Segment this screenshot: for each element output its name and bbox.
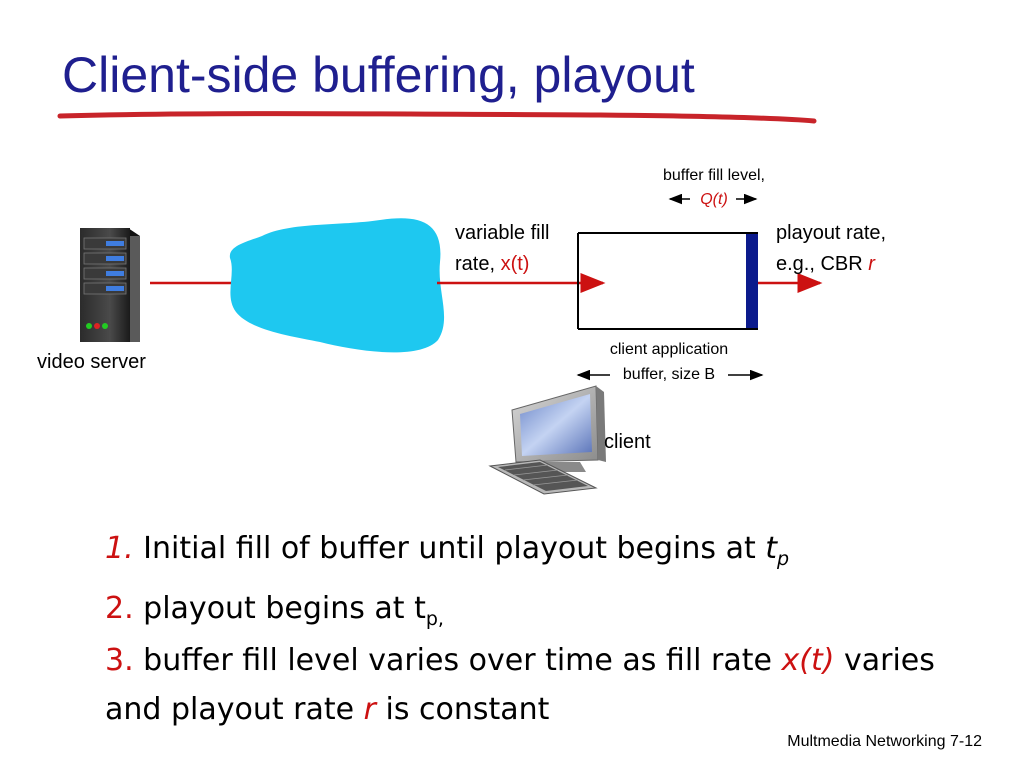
buffer-fill-level-label: buffer fill level, Q(t) — [640, 164, 788, 212]
bullet-list: 1. Initial fill of buffer until playout … — [105, 524, 1005, 734]
bullet-1: 1. Initial fill of buffer until playout … — [105, 531, 790, 570]
buffer-fill-bar — [746, 234, 758, 328]
bullet-2: 2. playout begins at tp, — [105, 591, 444, 630]
slide-title: Client-side buffering, playout — [62, 47, 695, 103]
bullet-3-continued: and playout rate r is constant — [105, 692, 550, 727]
client-label: client — [604, 431, 651, 453]
slide-footer: Multmedia Networking 7-12 — [787, 733, 982, 750]
client-computer-icon — [488, 385, 606, 495]
client-buffer — [577, 232, 758, 330]
variable-fill-rate-label: variable fill rate, x(t) — [455, 222, 550, 275]
playout-rate-label: playout rate, e.g., CBR r — [776, 222, 887, 275]
title-underline — [57, 111, 817, 124]
bullet-3: 3. buffer fill level varies over time as… — [105, 643, 935, 678]
client-app-buffer-label-line1: client application — [609, 341, 729, 358]
client-app-buffer-label-line2: buffer, size B — [622, 366, 716, 383]
playout-r-label: r — [868, 253, 875, 275]
q-of-t-label: Q(t) — [700, 191, 728, 208]
server-icon — [80, 228, 140, 342]
x-of-t-label: x(t) — [500, 253, 530, 275]
network-cloud — [229, 218, 445, 353]
video-server-label: video server — [37, 351, 146, 373]
